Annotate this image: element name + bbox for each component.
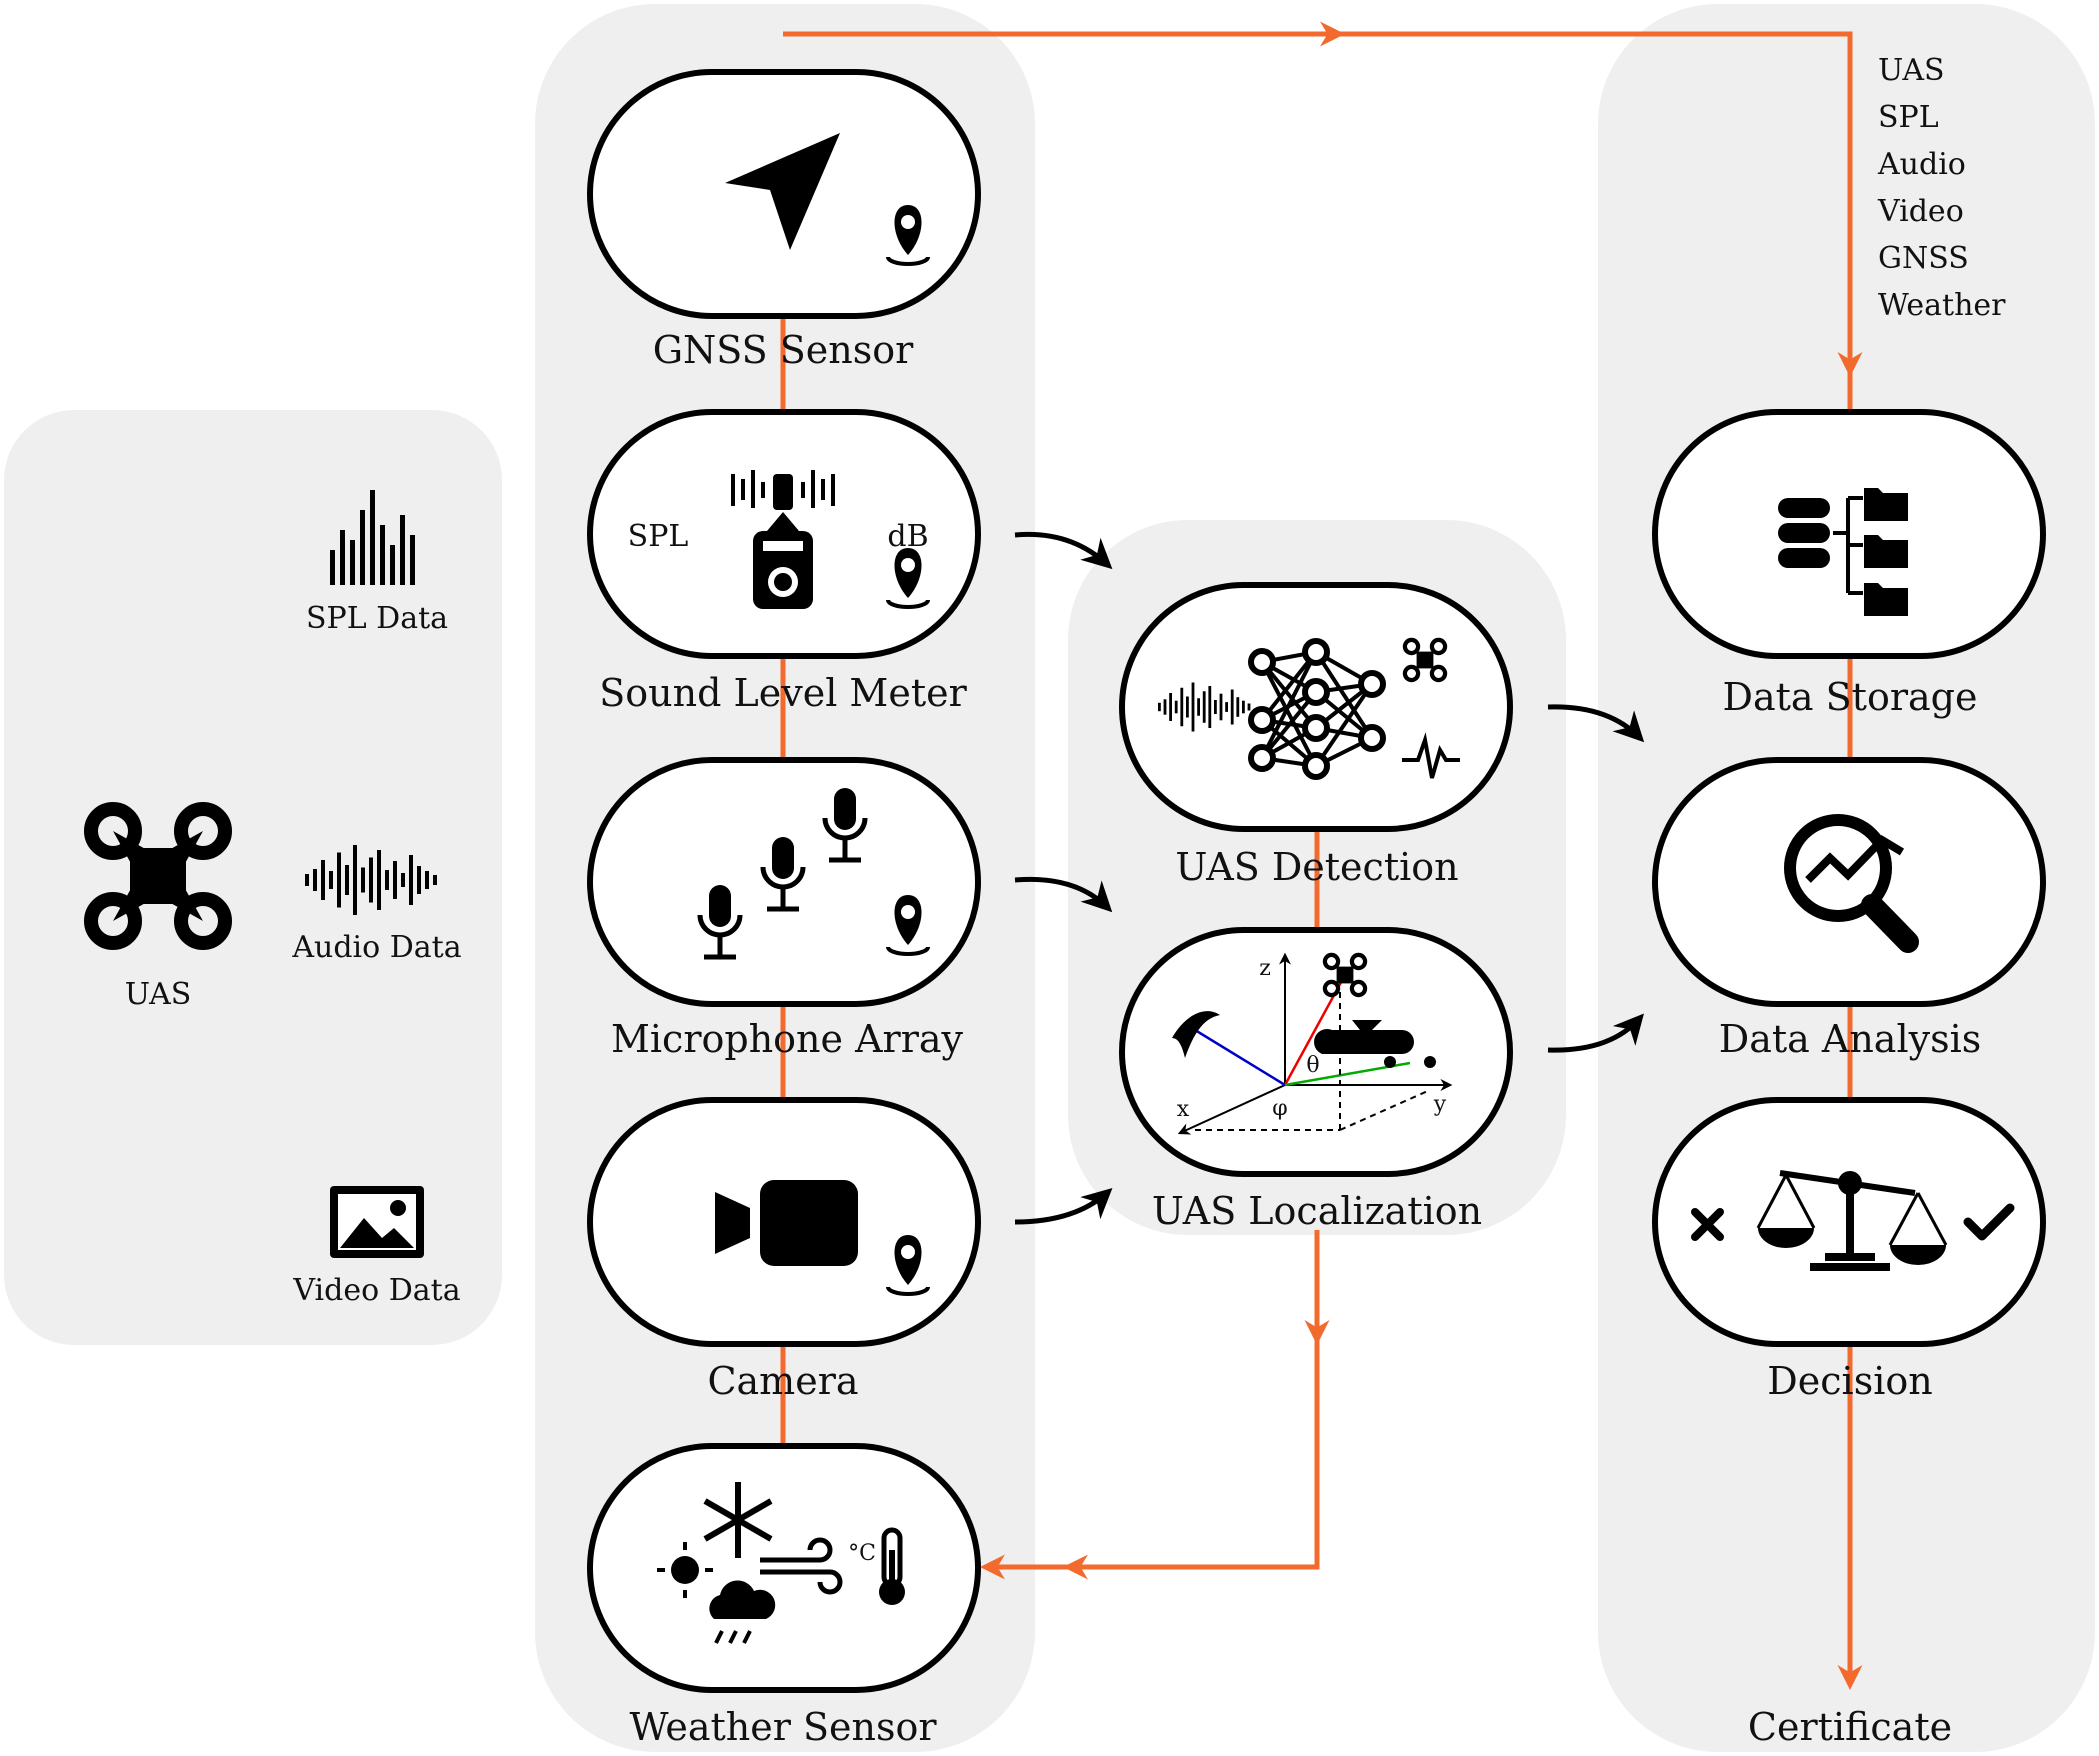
- storage-list-item: SPL: [1878, 100, 1939, 135]
- check-icon: [1963, 1203, 2015, 1241]
- data-storage-label: Data Storage: [1723, 675, 1978, 719]
- decision-label: Decision: [1767, 1359, 1932, 1403]
- uas-localization-node: [1119, 927, 1513, 1177]
- microphone-array-label: Microphone Array: [611, 1017, 964, 1061]
- data-flow-arrows: [1014, 531, 1645, 1225]
- uas-panel: [4, 410, 502, 1345]
- axis-z-label: z: [1259, 956, 1271, 981]
- balance-scale-icon: [1756, 1170, 1948, 1271]
- snowflake-icon: [703, 1482, 773, 1558]
- weather-sensor-label: Weather Sensor: [629, 1705, 937, 1749]
- wind-icon: [760, 1537, 843, 1595]
- weather-sensor-node: [587, 1443, 981, 1693]
- uas-label: UAS: [125, 977, 192, 1012]
- audio-data-label: Audio Data: [291, 930, 461, 965]
- microphone-icon: [697, 885, 743, 960]
- camera-label: Camera: [707, 1359, 858, 1403]
- certificate-label: Certificate: [1748, 1705, 1952, 1749]
- drone-icon: [1402, 637, 1448, 683]
- gnss-sensor-label: GNSS Sensor: [653, 328, 914, 372]
- image-icon: [330, 1186, 424, 1258]
- phi-label: φ: [1272, 1096, 1287, 1121]
- uas-detection-label: UAS Detection: [1175, 845, 1458, 889]
- navigation-arrow-icon: [725, 133, 840, 250]
- storage-list-item: Weather: [1878, 288, 2006, 323]
- thermometer-icon: [879, 1527, 905, 1605]
- video-data-label: Video Data: [292, 1273, 460, 1308]
- location-pin-icon: [886, 205, 930, 266]
- slm-spl-label: SPL: [628, 519, 689, 554]
- celsius-label: °C: [848, 1541, 876, 1566]
- sound-level-meter-icon: [731, 470, 835, 609]
- microphone-icon: [822, 788, 868, 863]
- axis-x-label: x: [1177, 1097, 1190, 1122]
- uas-localization-label: UAS Localization: [1152, 1189, 1482, 1233]
- microphone-array-node: [587, 757, 981, 1007]
- storage-list-item: Video: [1877, 194, 1964, 229]
- neural-network-icon: [1248, 638, 1386, 780]
- microphone-icon: [760, 837, 806, 912]
- location-pin-icon: [886, 895, 930, 956]
- close-icon: [1691, 1208, 1724, 1241]
- sound-level-meter-label: Sound Level Meter: [599, 671, 967, 715]
- video-camera-icon: [715, 1180, 858, 1266]
- location-pin-icon: [886, 548, 930, 609]
- localization-axes-icon: [1172, 952, 1453, 1135]
- axis-y-label: y: [1433, 1092, 1447, 1117]
- search-analytics-icon: [1784, 814, 1919, 953]
- uas-drone-icon: [84, 802, 232, 950]
- storage-data-list: UAS SPL Audio Video GNSS Weather: [1877, 53, 2006, 323]
- uas-detection-node: [1119, 582, 1513, 832]
- storage-list-item: UAS: [1878, 53, 1945, 88]
- pulse-icon: [1402, 732, 1460, 779]
- audio-wave-icon: [305, 845, 437, 915]
- audio-wave-icon: [1158, 682, 1251, 732]
- storage-list-item: Audio: [1877, 147, 1966, 182]
- spl-bars-icon: [330, 490, 415, 585]
- storage-list-item: GNSS: [1878, 241, 1969, 276]
- rain-cloud-icon: [709, 1580, 776, 1644]
- data-analysis-label: Data Analysis: [1719, 1017, 1981, 1061]
- spl-data-label: SPL Data: [306, 601, 448, 636]
- sun-icon: [657, 1542, 713, 1598]
- database-tree-icon: [1778, 488, 1908, 616]
- data-analysis-node: [1652, 757, 2046, 1007]
- location-pin-icon: [886, 1235, 930, 1296]
- theta-label: θ: [1306, 1053, 1319, 1078]
